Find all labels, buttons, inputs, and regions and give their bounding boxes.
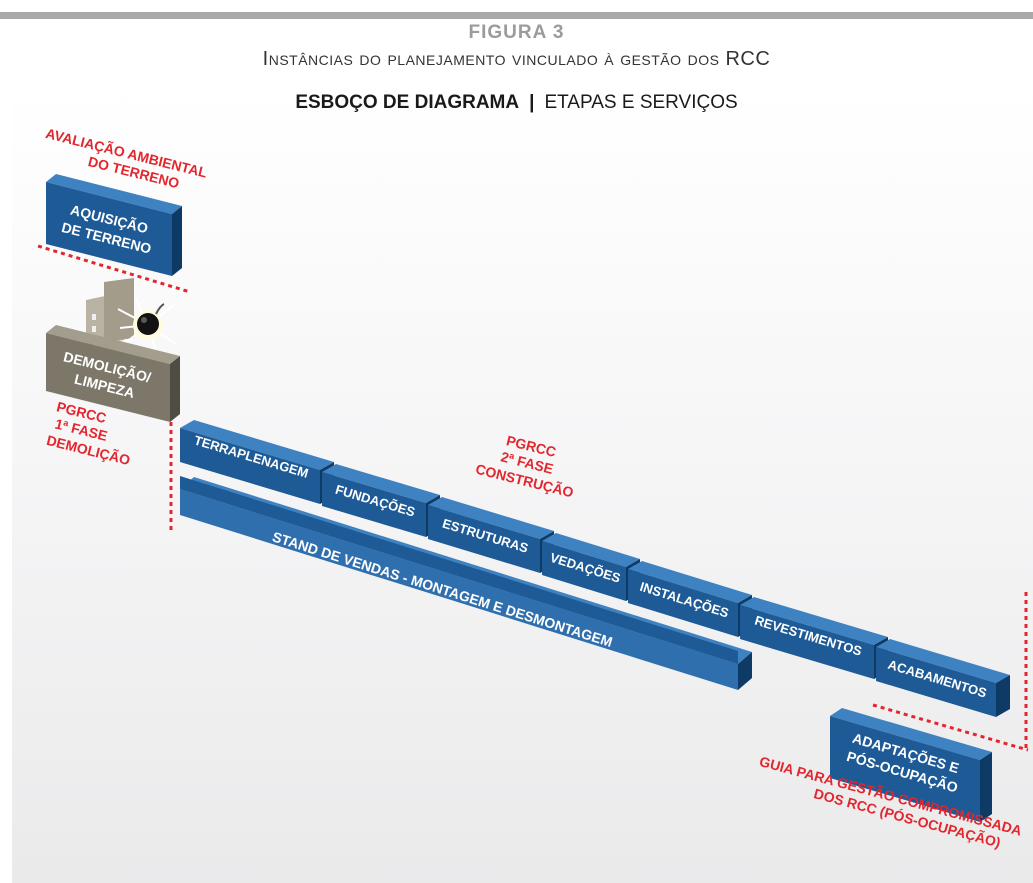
annotation-pgrcc2: PGRCC 2ª FASE CONSTRUÇÃO bbox=[474, 427, 584, 501]
block-aquisicao: AQUISIÇÃO DE TERRENO bbox=[46, 174, 182, 276]
block-demolicao: DEMOLIÇÃO/ LIMPEZA bbox=[46, 325, 180, 422]
block-adaptacoes: ADAPTAÇÕES E PÓS-OCUPAÇÃO bbox=[830, 708, 992, 822]
block-revestimentos: REVESTIMENTOS bbox=[740, 597, 888, 679]
figure-label: FIGURA 3 bbox=[468, 22, 565, 43]
divider-acabamentos bbox=[872, 703, 1029, 752]
diagram-subtitle: ESBOÇO DE DIAGRAMA | ETAPAS E SERVIÇOS bbox=[0, 92, 1033, 114]
divider-aquisicao bbox=[37, 244, 191, 294]
top-rule bbox=[0, 12, 1033, 19]
figure-title: Instâncias do planejamento vinculado à g… bbox=[262, 48, 771, 70]
subtitle-separator: | bbox=[529, 92, 535, 113]
subtitle-bold: ESBOÇO DE DIAGRAMA bbox=[295, 92, 520, 113]
block-acabamentos: ACABAMENTOS bbox=[876, 639, 1010, 717]
bomb-icon bbox=[137, 303, 165, 335]
subtitle-rest: ETAPAS E SERVIÇOS bbox=[544, 92, 738, 113]
